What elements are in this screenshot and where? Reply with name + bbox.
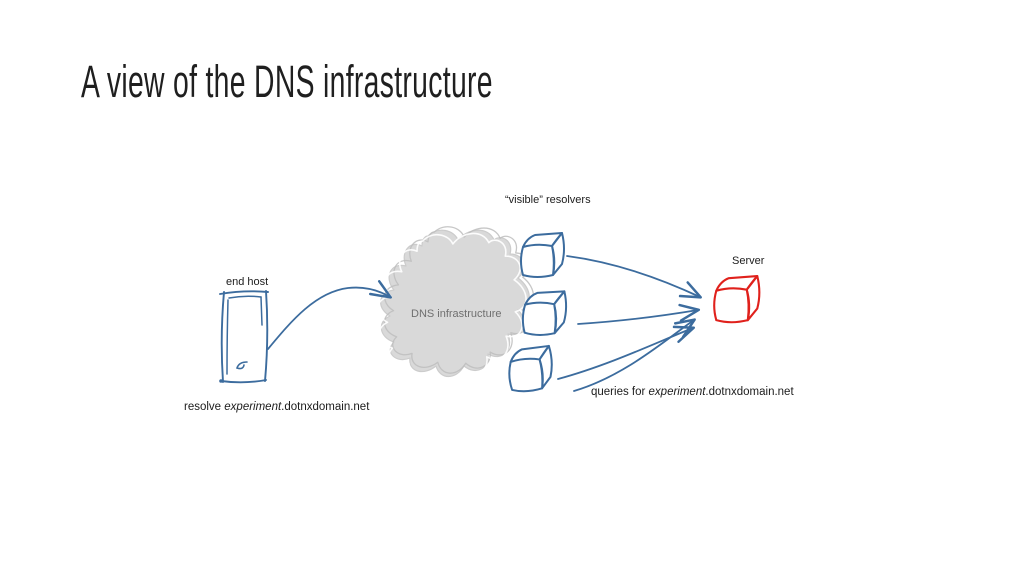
resolver-cube-3 [506, 344, 555, 394]
queries-annotation: queries for experiment.dotnxdomain.net [591, 386, 794, 398]
server-cube [713, 274, 761, 324]
edge-lower-to-server [573, 318, 696, 392]
edge-resolver2-to-server [577, 303, 701, 325]
resolve-annotation-suffix: .dotnxdomain.net [281, 401, 370, 413]
edge-resolver1-to-server [566, 255, 702, 299]
cloud-blob-sketch-outline [383, 226, 535, 374]
edge-endhost-to-cloud [267, 280, 392, 350]
server-label: Server [732, 255, 765, 267]
resolver-cube-2 [521, 289, 568, 337]
end-host-label: end host [226, 276, 269, 288]
queries-annotation-prefix: queries for [591, 386, 649, 398]
queries-annotation-domain: experiment [648, 386, 706, 398]
phone-home-mark [235, 361, 248, 370]
resolve-annotation-domain: experiment [224, 401, 282, 413]
resolve-annotation: resolve experiment.dotnxdomain.net [184, 401, 369, 413]
dns-infrastructure-label: DNS infrastructure [411, 308, 502, 320]
dns-cloud-shape [376, 226, 535, 382]
visible-resolvers-label: “visible” resolvers [505, 194, 591, 206]
end-host-shape [219, 290, 269, 384]
diagram-arrows [267, 255, 702, 392]
resolve-annotation-prefix: resolve [184, 401, 225, 413]
resolver-cube-1 [520, 232, 565, 278]
page-title: A view of the DNS infrastructure [81, 56, 493, 107]
queries-annotation-suffix: .dotnxdomain.net [705, 386, 794, 398]
